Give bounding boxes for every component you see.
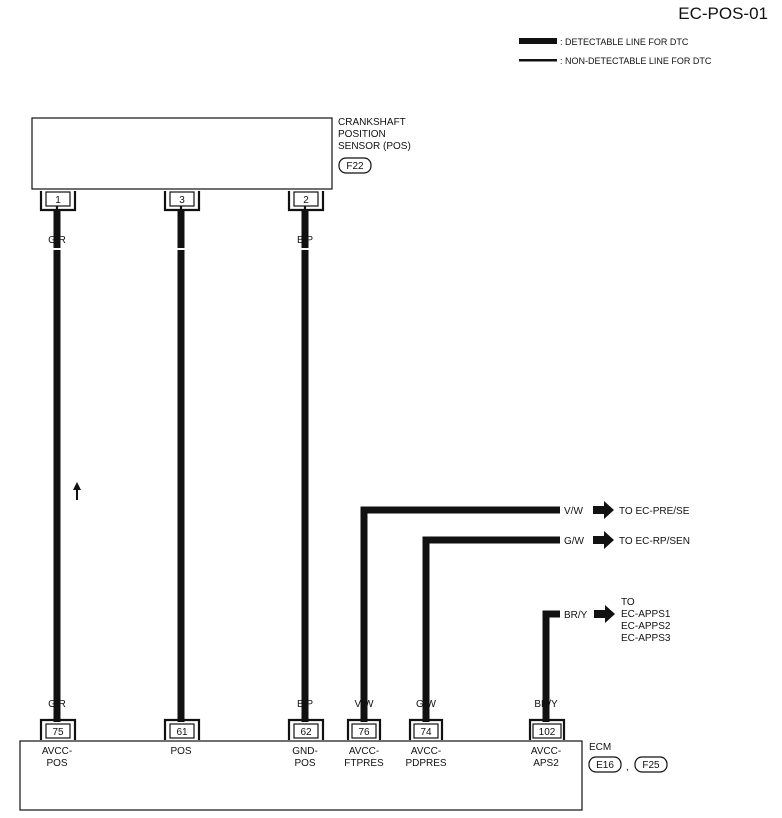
ecm-body [19, 740, 583, 811]
ecm-pin-102-box [532, 723, 562, 739]
legend: : DETECTABLE LINE FOR DTC : NON-DETECTAB… [519, 37, 712, 66]
sensor-name-line1: CRANKSHAFT [338, 117, 406, 128]
ecm-pin-75-number: 75 [52, 727, 64, 738]
ecm-pin-102-name2: APS2 [533, 758, 559, 769]
sensor-pin-1-number: 1 [55, 195, 61, 206]
ecm-pin-76-box [351, 723, 377, 739]
ecm-pin-76-name1: AVCC- [349, 746, 379, 757]
direction-arrow-icon [73, 482, 81, 500]
ecm-pin-102-wire: BR/Y [534, 699, 558, 710]
ecm-pin-75-box [45, 723, 71, 739]
ecm-pin-76-name2: FTPRES [344, 758, 384, 769]
branch-bry-arrow-icon [594, 605, 615, 623]
ecm-pin-74-name2: PDPRES [405, 758, 446, 769]
legend-detectable-swatch [519, 38, 557, 44]
branch-bry-dest-line3: EC-APPS2 [621, 621, 671, 632]
ecm-pin-74-box [413, 723, 439, 739]
crankshaft-position-sensor: CRANKSHAFT POSITION SENSOR (POS) F22 [31, 117, 411, 190]
sensor-pin-2-number: 2 [303, 195, 309, 206]
legend-non-detectable-label: : NON-DETECTABLE LINE FOR DTC [560, 56, 712, 66]
ecm-pin-61: 61 POS [163, 718, 201, 757]
ecm-pin-62-number: 62 [300, 727, 312, 738]
legend-non-detectable-swatch [519, 59, 557, 62]
ecm-connector2-id: F25 [642, 760, 660, 771]
branch-bry-dest-line1: TO [621, 597, 635, 608]
ecm-pin-74-number: 74 [420, 727, 432, 738]
ecm-pin-76: 76 AVCC- FTPRES [344, 718, 384, 769]
ecm-pin-102: 102 AVCC- APS2 [528, 718, 566, 769]
sensor-connector-badge [338, 157, 372, 174]
diagram-title: EC-POS-01 [678, 4, 768, 23]
ecm-pin-76-wire: V/W [355, 699, 374, 710]
ecm-pin-74-wire: G/W [416, 699, 437, 710]
ecm-name: ECM [589, 742, 611, 753]
wire-vw-branch [360, 506, 560, 720]
branch-bry-dest-line4: EC-APPS3 [621, 633, 671, 644]
sensor-name-line3: SENSOR (POS) [338, 141, 411, 152]
ecm-connector-separator: , [626, 762, 629, 773]
ecm-pin-62-name2: POS [294, 758, 315, 769]
branch-vw-destination: TO EC-PRE/SE [619, 506, 690, 517]
ecm-pin-62-name1: GND- [292, 746, 318, 757]
sensor-pin-3-number: 3 [179, 195, 185, 206]
wire-stubs [55, 206, 307, 236]
ecm-connector2-badge [634, 756, 668, 773]
sensor-connector-id: F22 [346, 161, 364, 172]
branch-gw-arrow-icon [593, 531, 614, 549]
ecm-pin-74-name1: AVCC- [411, 746, 441, 757]
branch-vw: V/W TO EC-PRE/SE [564, 501, 690, 519]
branch-bry-dest-line2: EC-APPS1 [621, 609, 671, 620]
branch-bry-wire: BR/Y [564, 610, 588, 621]
ecm-wire-stubs [53, 711, 550, 722]
sensor-body [31, 117, 333, 190]
ecm-pin-75-name2: POS [46, 758, 67, 769]
ecm-pin-61-number: 61 [176, 727, 188, 738]
ecm-pin-75: 75 AVCC- POS [39, 718, 77, 769]
wire-bry-branch [542, 610, 560, 720]
ecm-connector1-id: E16 [596, 760, 614, 771]
ecm-pin-102-name1: AVCC- [531, 746, 561, 757]
sensor-name-line2: POSITION [338, 129, 386, 140]
legend-detectable-label: : DETECTABLE LINE FOR DTC [560, 37, 689, 47]
ecm-pin-61-wire: Y [178, 699, 185, 710]
ecm-pin-75-wire: G/R [48, 699, 66, 710]
branch-gw-destination: TO EC-RP/SEN [619, 536, 690, 547]
ecm-pin-62: 62 GND- POS [287, 718, 325, 769]
ecm-pin-74: 74 AVCC- PDPRES [405, 718, 447, 769]
ecm-pin-61-box [169, 723, 195, 739]
ecm-pin-61-name1: POS [170, 746, 191, 757]
wire-gw-branch [422, 536, 560, 720]
branch-vw-wire: V/W [564, 506, 583, 517]
ecm-pin-76-number: 76 [358, 727, 370, 738]
ecm: ECM E16 , F25 [19, 740, 668, 811]
branch-vw-arrow-icon [593, 501, 614, 519]
ecm-connector1-badge [588, 756, 622, 773]
ecm-pin-75-name1: AVCC- [42, 746, 72, 757]
branch-gw-wire: G/W [564, 536, 585, 547]
ecm-pin-62-box [293, 723, 319, 739]
branch-gw: G/W TO EC-RP/SEN [564, 531, 690, 549]
branch-bry: BR/Y TO EC-APPS1 EC-APPS2 EC-APPS3 [564, 597, 671, 644]
ecm-pin-62-wire: B/P [297, 699, 313, 710]
ecm-pin-102-number: 102 [539, 727, 556, 738]
